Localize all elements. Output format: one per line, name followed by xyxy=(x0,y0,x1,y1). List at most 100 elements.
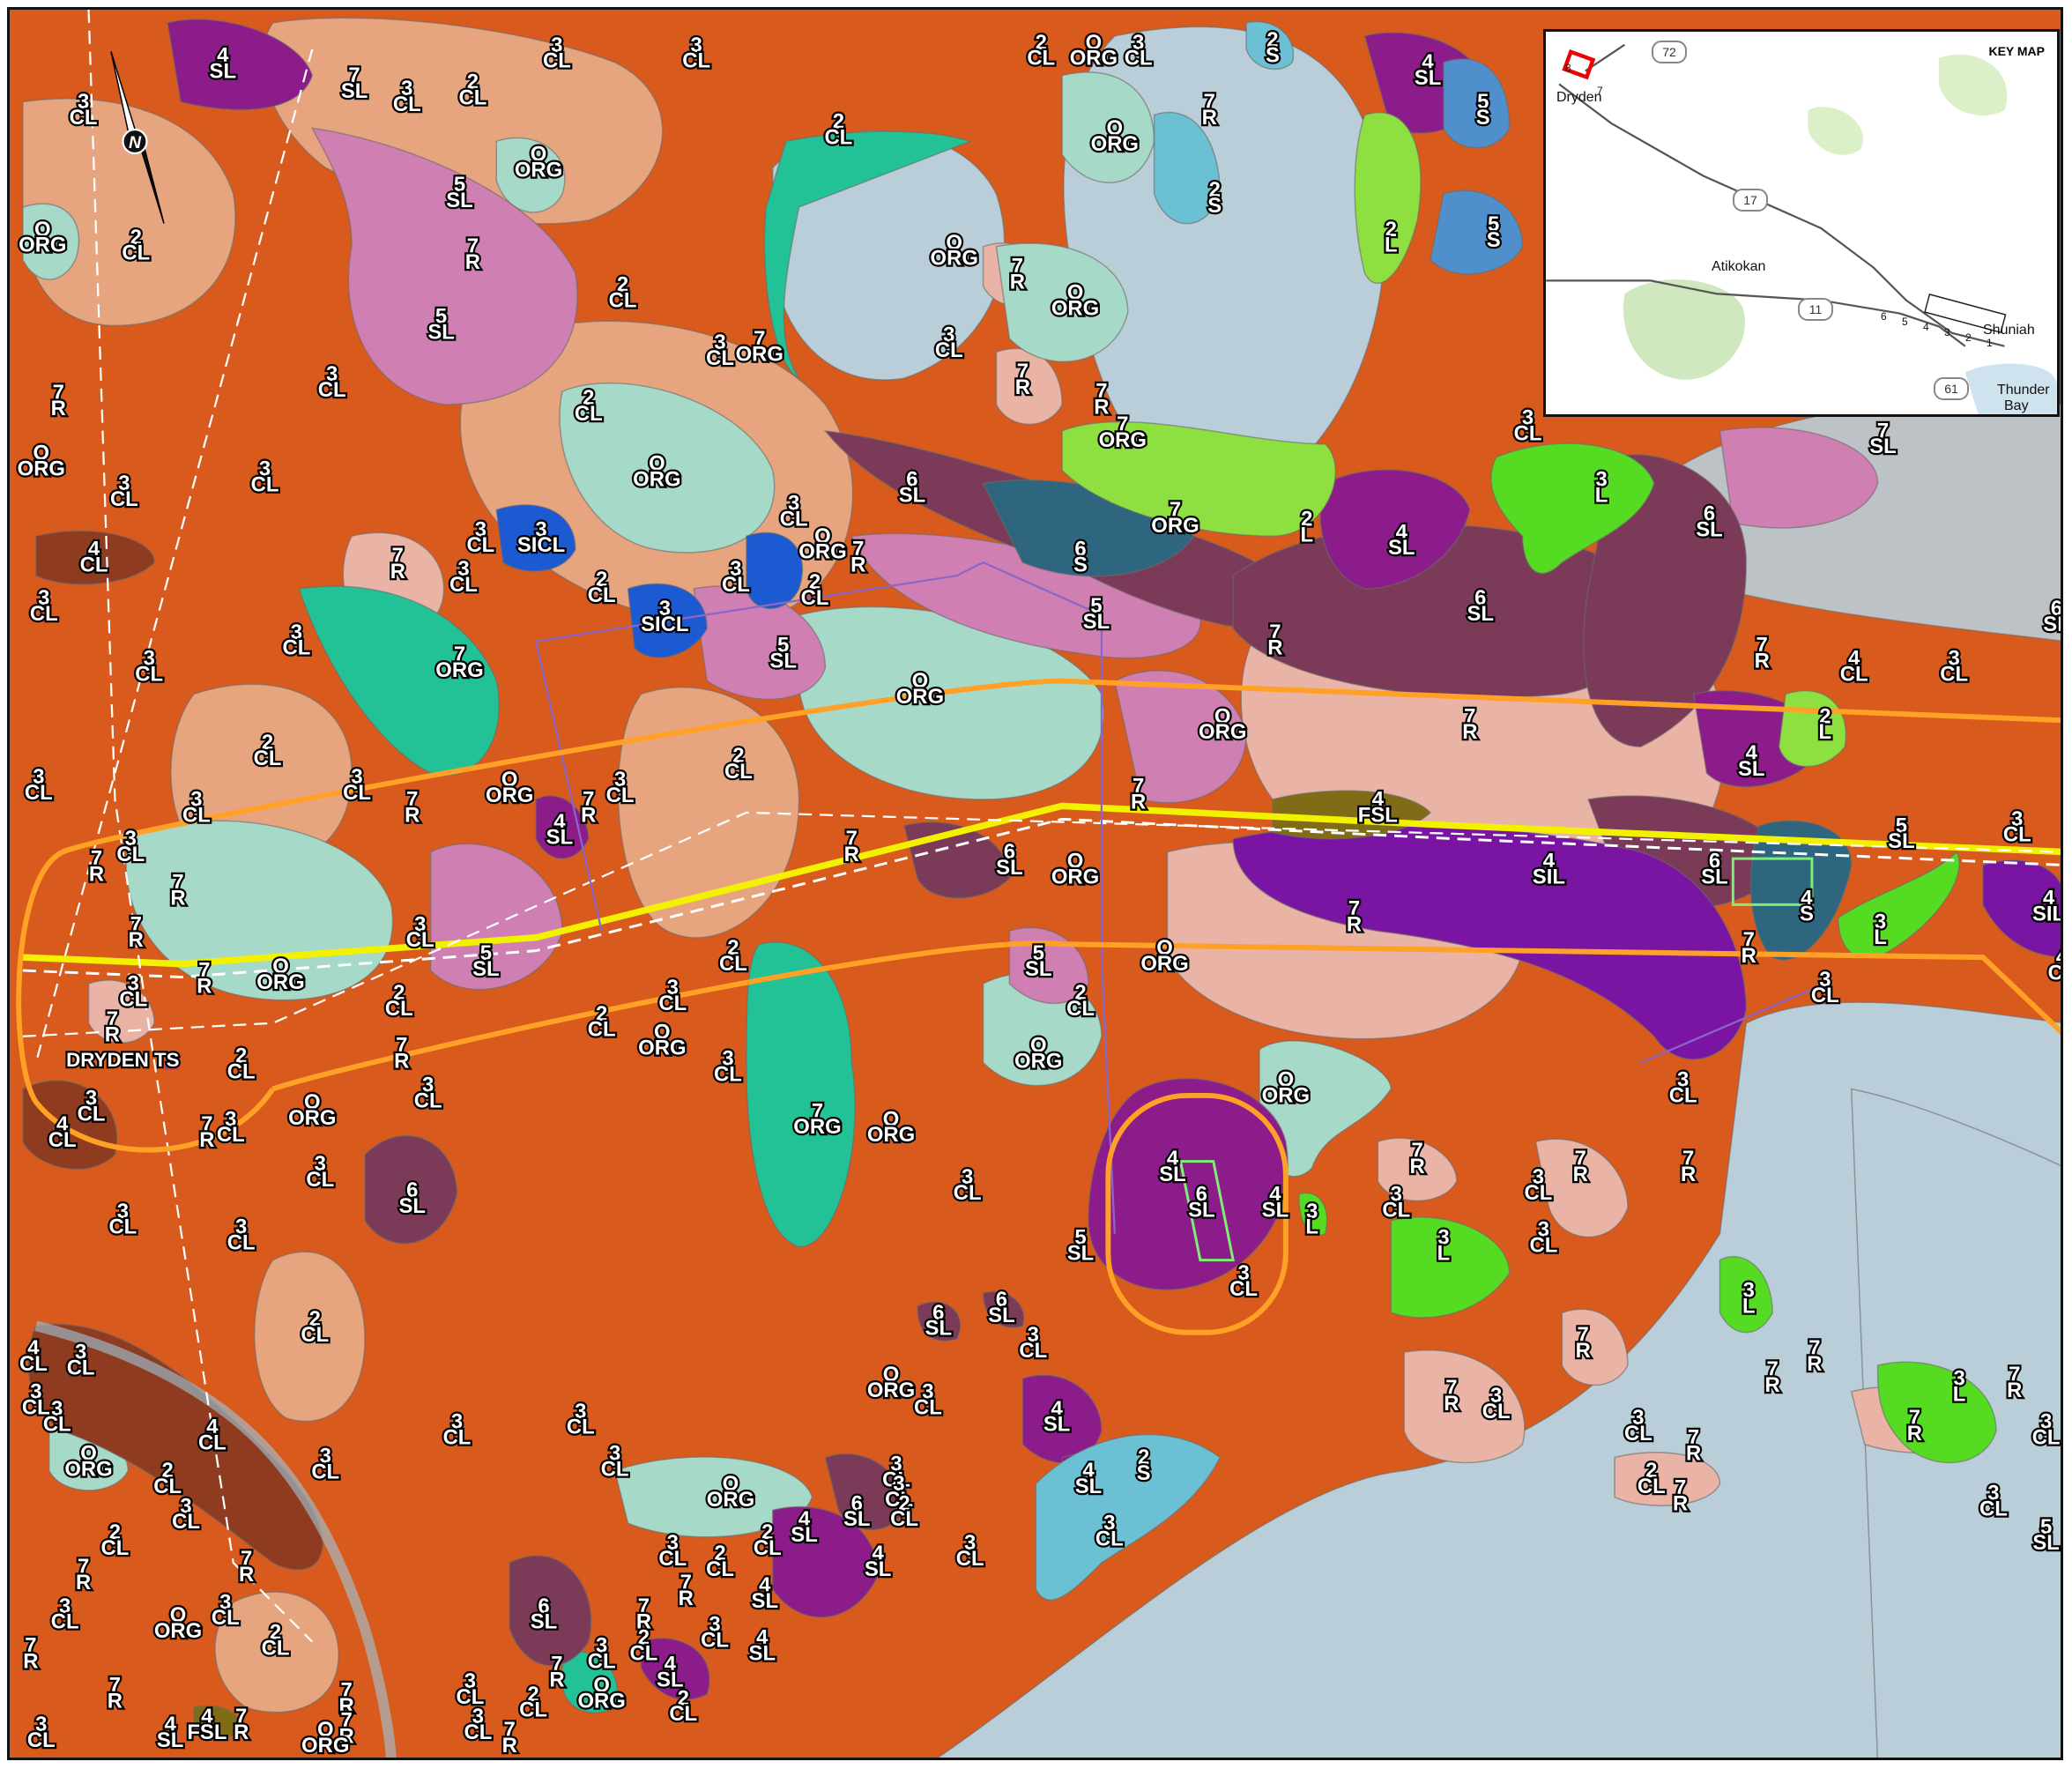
soil-unit-label: 2L xyxy=(1383,216,1400,259)
soil-texture-code: SL xyxy=(1415,66,1442,90)
soil-texture-code: R xyxy=(405,803,420,827)
segment-3-label: 3 xyxy=(1944,326,1950,338)
soil-class-number: 7 xyxy=(1909,1406,1920,1430)
soil-unit-label: 7R xyxy=(87,844,107,888)
soil-class-number: 7 xyxy=(1117,413,1128,436)
soil-class-number: 4 xyxy=(2056,946,2063,970)
segment-1-label: 1 xyxy=(1987,337,1993,349)
soil-unit-label: 3CL xyxy=(1809,966,1841,1009)
soil-unit-label: 2CL xyxy=(457,68,488,111)
soil-unit-label: 3CL xyxy=(117,970,149,1013)
soil-unit-label: 3CL xyxy=(107,1198,138,1241)
soil-class-number: 4 xyxy=(164,1713,176,1736)
soil-unit-label: 7R xyxy=(195,956,214,1000)
soil-class-number: 3 xyxy=(51,1397,63,1421)
soil-unit-label: 4SL xyxy=(1073,1457,1103,1500)
soil-texture-code: CL xyxy=(1229,1277,1258,1301)
dryden-ts-marker[interactable]: DRYDEN TS xyxy=(64,1047,182,1073)
soil-unit-label: 7R xyxy=(1345,895,1364,938)
soil-texture-code: CL xyxy=(588,1649,616,1673)
soil-class-number: 5 xyxy=(435,304,447,328)
soil-texture-code: R xyxy=(1347,912,1362,936)
soil-texture-code: SL xyxy=(1083,610,1110,634)
soil-unit-label: 4SL xyxy=(863,1540,894,1583)
soil-class-number: 6 xyxy=(1704,502,1715,525)
soil-class-number: 7 xyxy=(198,959,210,983)
soil-class-number: 3 xyxy=(730,557,741,581)
soil-class-number: 2 xyxy=(732,744,744,768)
soil-texture-code: CL xyxy=(198,1431,227,1455)
soil-texture-code: SL xyxy=(769,650,797,673)
soil-unit-label: 3CL xyxy=(441,1408,472,1451)
soil-class-number: O xyxy=(1107,116,1124,140)
soil-unit-label: 7R xyxy=(547,1650,567,1693)
soil-class-number: 3 xyxy=(75,1341,86,1364)
soil-texture-code: CL xyxy=(588,583,616,607)
soil-class-number: 3 xyxy=(1819,968,1831,992)
soil-unit-label: 4SL xyxy=(1157,1145,1188,1188)
soil-texture-code: CL xyxy=(22,1395,50,1419)
soil-class-number: 2 xyxy=(309,1307,321,1331)
soil-class-number: 3 xyxy=(464,1669,476,1693)
soil-texture-code: SL xyxy=(843,1507,871,1531)
soil-unit-label: 4SL xyxy=(1413,48,1444,92)
soil-class-number: 3 xyxy=(315,1152,326,1176)
soil-unit-label: 5SL xyxy=(1081,592,1111,636)
soil-unit-label: 2CL xyxy=(628,1624,659,1667)
soil-texture-code: S xyxy=(1266,44,1280,68)
soil-texture-code: SL xyxy=(988,1304,1015,1327)
soil-class-number: 4 xyxy=(1848,647,1860,671)
soil-texture-code: CL xyxy=(182,803,211,827)
soil-class-number: 2 xyxy=(527,1683,538,1706)
soil-texture-code: R xyxy=(1576,1339,1591,1363)
soil-texture-code: R xyxy=(234,1721,249,1744)
soil-texture-code: CL xyxy=(1811,984,1839,1007)
soil-unit-label: 3CL xyxy=(1667,1066,1698,1109)
soil-class-number: 7 xyxy=(241,1547,252,1571)
soil-texture-code: SL xyxy=(1701,866,1728,889)
soil-class-number: 7 xyxy=(454,643,465,666)
soil-class-number: 2 xyxy=(1074,981,1086,1005)
soil-class-number: 7 xyxy=(1578,1323,1589,1347)
soil-class-number: 3 xyxy=(535,517,546,541)
key-map: KEY MAP Dryden Atikokan Shuniah Thunder … xyxy=(1543,29,2060,417)
soil-texture-code: CL xyxy=(719,952,747,976)
soil-class-number: 2 xyxy=(467,71,479,94)
soil-unit-label: 7R xyxy=(1671,1474,1690,1517)
soil-unit-label: 4SL xyxy=(155,1711,186,1754)
soil-texture-code: CL xyxy=(1066,997,1095,1021)
soil-class-number: 4 xyxy=(56,1112,69,1136)
soil-unit-label: 7R xyxy=(500,1716,519,1758)
soil-class-number: O xyxy=(912,669,929,693)
soil-texture-code: CL xyxy=(78,1102,106,1126)
soil-class-number: 3 xyxy=(943,323,954,346)
soil-unit-label: 4CL xyxy=(1838,644,1870,688)
soil-texture-code: CL xyxy=(890,1507,918,1531)
key-map-title: KEY MAP xyxy=(1988,44,2045,58)
soil-unit-label: 2CL xyxy=(798,569,830,612)
soil-texture-code: FSL xyxy=(187,1721,227,1744)
soil-texture-code: CL xyxy=(306,1168,334,1192)
soil-unit-label: 3CL xyxy=(657,974,688,1017)
station-label: DRYDEN TS xyxy=(66,1049,180,1071)
soil-texture-code: CL xyxy=(669,1702,697,1726)
soil-unit-label: 2CL xyxy=(586,1000,618,1044)
soil-texture-code: SL xyxy=(749,1642,776,1666)
soil-texture-code: SL xyxy=(791,1523,818,1547)
soil-unit-label: 6SL xyxy=(1465,584,1496,628)
soil-class-number: 3 xyxy=(2040,1410,2052,1434)
soil-unit-label: 3L xyxy=(1593,465,1610,509)
soil-class-number: 3 xyxy=(709,1613,720,1637)
soil-class-number: 3 xyxy=(235,1215,247,1239)
soil-unit-label: 2CL xyxy=(120,224,152,267)
soil-unit-label: 3CL xyxy=(712,1044,744,1088)
soil-unit-label: 7R xyxy=(1407,1137,1427,1180)
